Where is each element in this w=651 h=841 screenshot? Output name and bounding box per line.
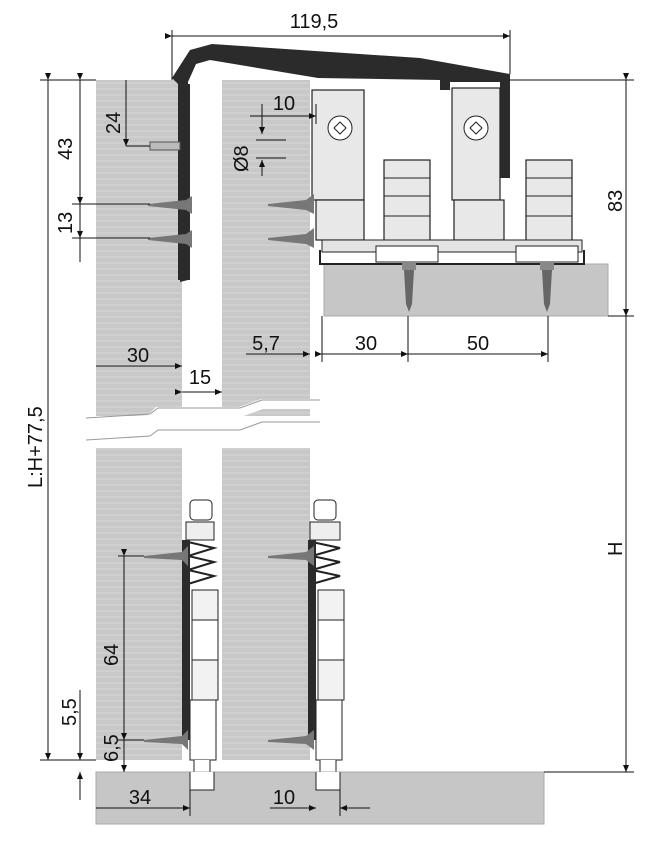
top-track-profile [172, 44, 510, 282]
dim-bottom-64: 64 [101, 644, 123, 666]
dim-top-24: 24 [103, 112, 125, 134]
top-board [323, 263, 609, 317]
right-door-panel-upper [222, 80, 310, 416]
lower-screws [144, 546, 314, 750]
bottom-board [95, 771, 545, 825]
board-screw-right [540, 262, 554, 312]
dim-bottom-34: 34 [129, 787, 151, 809]
left-door-panel-lower [96, 448, 182, 760]
dim-bottom-65: 6,5 [101, 734, 123, 762]
left-door-panel-upper [96, 80, 182, 416]
dim-carrier-50: 50 [467, 333, 489, 355]
dim-screw-13: 13 [55, 212, 77, 234]
dim-right-83: 83 [605, 190, 627, 212]
dim-total-depth: 119,5 [290, 11, 339, 33]
break-lines [85, 399, 320, 451]
dim-bottom-10: 10 [273, 787, 295, 809]
dim-offset-57: 5,7 [252, 333, 280, 355]
dim-gap-15: 15 [189, 367, 211, 389]
top-carrier-right [451, 87, 573, 245]
dim-offset-10-top: 10 [273, 93, 295, 115]
dim-height: H [605, 542, 627, 556]
dim-carrier-30: 30 [355, 333, 377, 355]
dim-panel-30: 30 [127, 345, 149, 367]
upper-screws [148, 141, 314, 248]
dim-lines [40, 30, 634, 816]
dim-top-43: 43 [55, 138, 77, 160]
dim-bottom-55: 5,5 [59, 698, 81, 726]
board-screw-left [402, 262, 416, 312]
break-lines-outline [85, 399, 320, 441]
top-carrier-left [311, 89, 431, 245]
top-rail-channel [319, 239, 585, 265]
dim-hole-diameter: Ø8 [231, 145, 253, 172]
right-door-panel-lower [222, 448, 310, 760]
dim-length: L:H+77,5 [25, 406, 47, 488]
